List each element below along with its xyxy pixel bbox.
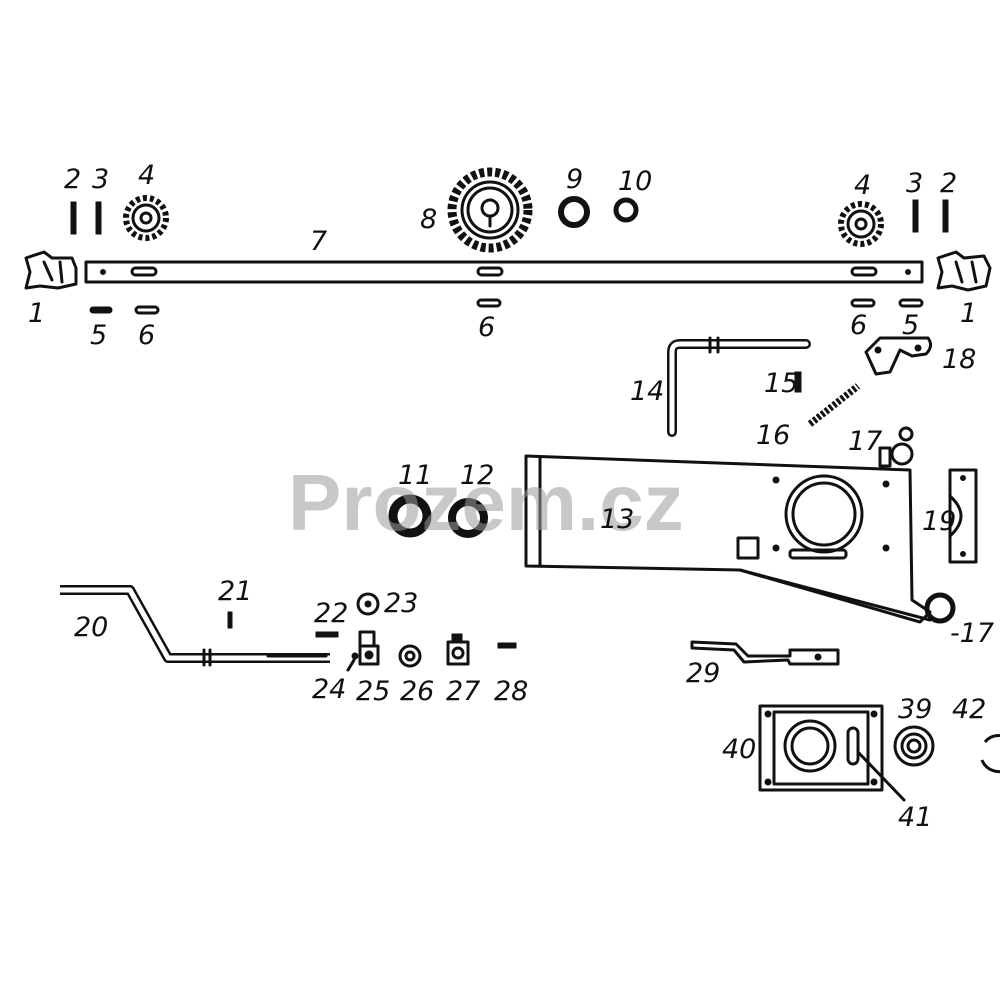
part-25-fitting <box>358 630 380 666</box>
label-part-19: 19 <box>922 506 956 537</box>
label-part-40: 40 <box>722 734 756 765</box>
part-13-frame <box>524 454 932 624</box>
part-10-ring <box>613 197 639 223</box>
label-part-25: 25 <box>356 676 390 707</box>
label-part-18: 18 <box>942 344 976 375</box>
label-part-26: 26 <box>400 676 434 707</box>
label-part-6-right: 6 <box>850 310 867 341</box>
watermark: Prozem.cz <box>288 458 684 547</box>
part-22-key <box>315 631 339 638</box>
label-part-20: 20 <box>74 612 108 643</box>
label-part-39: 39 <box>898 694 932 725</box>
part-14-rod <box>667 336 811 437</box>
part-29-lever <box>690 640 840 666</box>
part-16-spring <box>807 383 861 427</box>
part-6-key-left <box>134 305 160 315</box>
part-9-ring <box>558 196 590 228</box>
label-part-17-bottom: -17 <box>950 618 994 649</box>
label-part-10: 10 <box>618 166 652 197</box>
label-part-4-right: 4 <box>854 170 871 201</box>
part-23-washer <box>356 592 380 616</box>
label-part-21: 21 <box>218 576 252 607</box>
part-26-washer <box>398 644 422 668</box>
label-part-11: 11 <box>398 460 432 491</box>
part-24-screw <box>346 652 359 672</box>
label-part-6-left: 6 <box>138 320 155 351</box>
label-part-23: 23 <box>384 588 418 619</box>
label-part-24: 24 <box>312 674 346 705</box>
part-11-bearing <box>388 494 432 538</box>
part-15-pin <box>794 371 802 393</box>
label-part-29: 29 <box>686 658 720 689</box>
label-part-1-left: 1 <box>28 298 45 329</box>
label-part-42: 42 <box>952 694 986 725</box>
part-27-nut <box>446 633 470 666</box>
part-17-fitting-top <box>878 426 914 468</box>
label-part-28: 28 <box>494 676 528 707</box>
label-part-17-top: 17 <box>848 426 882 457</box>
label-part-7: 7 <box>310 226 327 257</box>
label-part-3-right: 3 <box>906 168 923 199</box>
label-part-8: 8 <box>420 204 437 235</box>
part-20-crank-rod <box>60 585 330 667</box>
part-6-key-right <box>850 298 876 308</box>
part-41-leader <box>856 750 906 802</box>
part-8-large-gear <box>447 167 533 253</box>
label-part-15: 15 <box>764 368 798 399</box>
label-part-2-right: 2 <box>940 168 957 199</box>
label-part-9: 9 <box>566 164 583 195</box>
part-28-key <box>497 642 517 649</box>
label-part-41: 41 <box>898 802 932 833</box>
label-part-5-right: 5 <box>902 310 919 341</box>
label-part-13: 13 <box>600 504 634 535</box>
label-part-16: 16 <box>756 420 790 451</box>
part-19-plate <box>948 468 978 564</box>
part-4-gear-left <box>123 195 169 241</box>
part-18-bracket <box>864 336 933 376</box>
part-12-bearing <box>448 498 488 538</box>
part-3-pin-left <box>95 201 102 235</box>
label-part-27: 27 <box>446 676 480 707</box>
part-1-coupling-right <box>936 250 992 292</box>
label-part-5-left: 5 <box>90 320 107 351</box>
part-39-bearing <box>893 725 935 767</box>
part-21-pin <box>227 611 233 629</box>
part-4-gear-right <box>838 201 884 247</box>
part-7-shaft <box>84 260 924 284</box>
label-part-22: 22 <box>314 598 348 629</box>
part-40-housing <box>758 704 884 792</box>
part-5-key-right <box>898 298 924 308</box>
part-42-snap-ring <box>980 734 1000 774</box>
part-1-coupling-left <box>24 250 78 290</box>
part-5-key-left <box>89 306 113 314</box>
part-2-pin-right <box>942 199 949 233</box>
label-part-3-left: 3 <box>92 164 109 195</box>
label-part-2-left: 2 <box>64 164 81 195</box>
part-6-key-center <box>476 298 502 308</box>
part-17-fitting-bottom <box>924 592 956 624</box>
label-part-6-center: 6 <box>478 312 495 343</box>
part-3-pin-right <box>912 199 919 233</box>
part-2-pin-left <box>70 201 77 235</box>
label-part-4-left: 4 <box>138 160 155 191</box>
label-part-14: 14 <box>630 376 664 407</box>
label-part-1-right: 1 <box>960 298 977 329</box>
label-part-12: 12 <box>460 460 494 491</box>
